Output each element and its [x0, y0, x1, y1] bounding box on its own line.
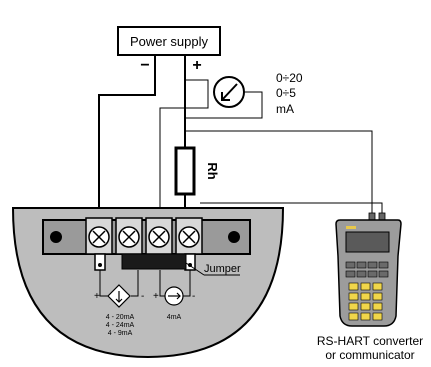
wire-hart-top	[185, 130, 373, 218]
source-1-range-1: 4 - 20mA	[106, 314, 135, 321]
lead-1	[94, 253, 106, 271]
ammeter-needle	[221, 83, 238, 101]
hart-keypad	[348, 282, 383, 321]
mounting-hole-left	[50, 231, 62, 243]
resistor-rh: Rh	[174, 146, 220, 196]
hart-label-line-1: RS-HART converter	[317, 334, 423, 348]
jumper-leader	[185, 262, 205, 276]
main-wires	[98, 55, 186, 218]
source-1-range-3: 4 - 9mA	[108, 330, 133, 337]
hart-screen	[345, 231, 390, 253]
wire-negative	[98, 55, 156, 218]
source-2-plus: +	[153, 291, 159, 302]
source-2-label: 4mA	[167, 314, 182, 321]
source-1-plus: +	[94, 291, 100, 302]
terminal-3	[145, 217, 173, 255]
mounting-hole-right	[228, 231, 240, 243]
jumper: Jumper	[121, 253, 241, 276]
power-supply-label: Power supply	[130, 34, 209, 49]
resistor-label: Rh	[205, 162, 220, 179]
current-source-1: + - 4 - 20mA 4 - 24mA 4 - 9mA	[94, 270, 144, 337]
terminal-1	[85, 217, 113, 255]
terminal-2	[115, 217, 143, 255]
source-1-minus: -	[141, 291, 144, 302]
power-supply: Power supply − +	[117, 26, 221, 74]
power-supply-minus: −	[140, 57, 149, 74]
meter-range-1: 0÷20	[276, 71, 303, 85]
hart-communicator: RS-HART converter or communicator	[317, 212, 423, 362]
wire-meter-loop	[159, 79, 209, 225]
wire-meter-return	[185, 91, 263, 119]
hart-function-keys	[345, 261, 389, 278]
ammeter: 0÷20 0÷5 mA	[213, 71, 303, 116]
meter-unit: mA	[276, 102, 294, 116]
source-1-range-2: 4 - 24mA	[106, 322, 135, 329]
power-supply-plus: +	[192, 57, 201, 74]
ammeter-arrowhead	[221, 92, 230, 101]
terminal-4	[175, 217, 203, 255]
source-2-minus: -	[192, 291, 195, 302]
transmitter-housing	[11, 207, 285, 359]
current-source-2: + - 4mA	[153, 270, 195, 321]
terminal-block	[85, 217, 203, 255]
jumper-block	[121, 253, 187, 270]
hart-label-line-2: or communicator	[325, 348, 414, 362]
meter-range-2: 0÷5	[276, 86, 296, 100]
hart-brand-strip	[346, 226, 356, 229]
jumper-label: Jumper	[204, 263, 241, 275]
resistor-body	[174, 146, 196, 196]
